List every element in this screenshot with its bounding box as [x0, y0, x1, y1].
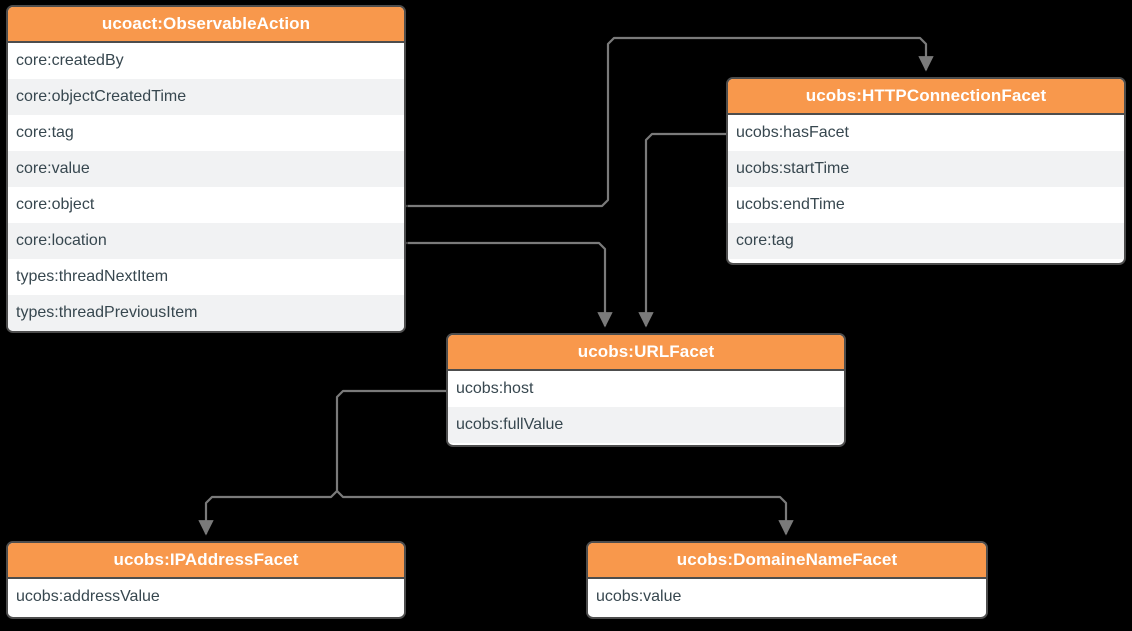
- uml-attribute-row[interactable]: ucobs:hasFacet: [728, 115, 1124, 151]
- uml-attribute-row[interactable]: ucobs:endTime: [728, 187, 1124, 223]
- uml-class-title-http-connection-facet: ucobs:HTTPConnectionFacet: [728, 79, 1124, 115]
- uml-attribute-row[interactable]: ucobs:value: [588, 579, 986, 615]
- uml-attribute-row[interactable]: ucobs:host: [448, 371, 844, 407]
- uml-attribute-row[interactable]: core:location: [8, 223, 404, 259]
- uml-attribute-row[interactable]: ucobs:addressValue: [8, 579, 404, 615]
- uml-attribute-row[interactable]: core:objectCreatedTime: [8, 79, 404, 115]
- connector-host-to-ipaddressfacet: [198, 389, 446, 536]
- uml-attribute-row[interactable]: types:threadPreviousItem: [8, 295, 404, 331]
- uml-attribute-row[interactable]: ucobs:fullValue: [448, 407, 844, 443]
- uml-attribute-list-ip-address-facet: ucobs:addressValue: [8, 579, 404, 615]
- uml-attribute-row[interactable]: core:value: [8, 151, 404, 187]
- uml-attribute-row[interactable]: ucobs:startTime: [728, 151, 1124, 187]
- connector-host-to-domainenamefacet: [336, 490, 794, 536]
- connector-location-to-urlfacet: [406, 241, 613, 328]
- uml-attribute-list-domaine-name-facet: ucobs:value: [588, 579, 986, 615]
- uml-class-title-ip-address-facet: ucobs:IPAddressFacet: [8, 543, 404, 579]
- uml-attribute-row[interactable]: core:createdBy: [8, 43, 404, 79]
- uml-attribute-row[interactable]: core:tag: [728, 223, 1124, 259]
- connector-hasfacet-to-urlfacet: [638, 132, 726, 328]
- uml-class-title-domaine-name-facet: ucobs:DomaineNameFacet: [588, 543, 986, 579]
- uml-class-title-url-facet: ucobs:URLFacet: [448, 335, 844, 371]
- uml-attribute-row[interactable]: core:tag: [8, 115, 404, 151]
- uml-attribute-row[interactable]: types:threadNextItem: [8, 259, 404, 295]
- uml-class-title-observable-action: ucoact:ObservableAction: [8, 7, 404, 43]
- uml-attribute-row[interactable]: core:object: [8, 187, 404, 223]
